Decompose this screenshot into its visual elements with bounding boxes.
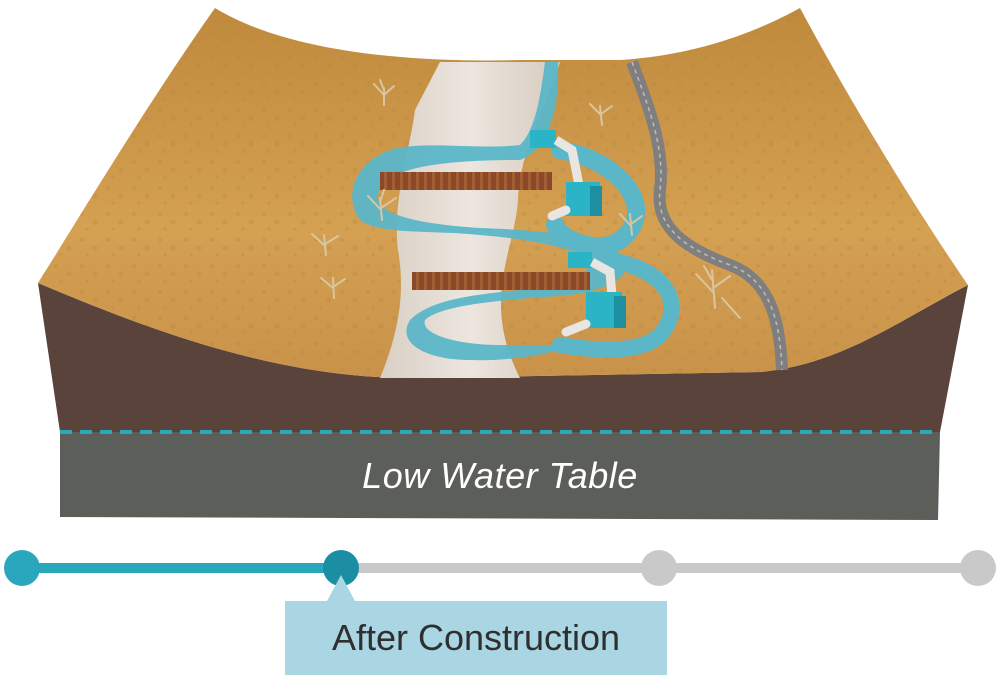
shrub-icon: [619, 213, 643, 236]
shrub-icon: [311, 233, 339, 256]
streambed: [380, 62, 560, 378]
current-stage-callout: After Construction: [285, 601, 667, 675]
water-table-label: Low Water Table: [362, 455, 638, 496]
callout-pointer: [326, 575, 355, 601]
landscape-cross-section: Low Water Table: [38, 8, 968, 520]
shrub-icon: [695, 265, 741, 319]
shrub-icon: [589, 103, 613, 126]
soil-layer: [38, 283, 968, 432]
timeline-stop-4[interactable]: [960, 550, 996, 586]
shrub-icon: [373, 79, 395, 106]
timeline-track[interactable]: [22, 563, 978, 573]
timeline-slider[interactable]: After Construction: [0, 530, 1000, 683]
pump-station-icon: [561, 252, 626, 337]
timeline-stop-3[interactable]: [641, 550, 678, 586]
timeline-stop-1[interactable]: [4, 550, 40, 586]
pump-station-icon: [530, 130, 602, 221]
log-weir-icon: [380, 172, 552, 190]
groundwater-zone: [60, 432, 940, 520]
shrub-icon: [367, 189, 397, 221]
landscape-illustration: [38, 8, 968, 520]
timeline-progress: [22, 563, 341, 573]
shrub-icon: [320, 277, 346, 299]
log-weir-icon: [412, 272, 590, 290]
